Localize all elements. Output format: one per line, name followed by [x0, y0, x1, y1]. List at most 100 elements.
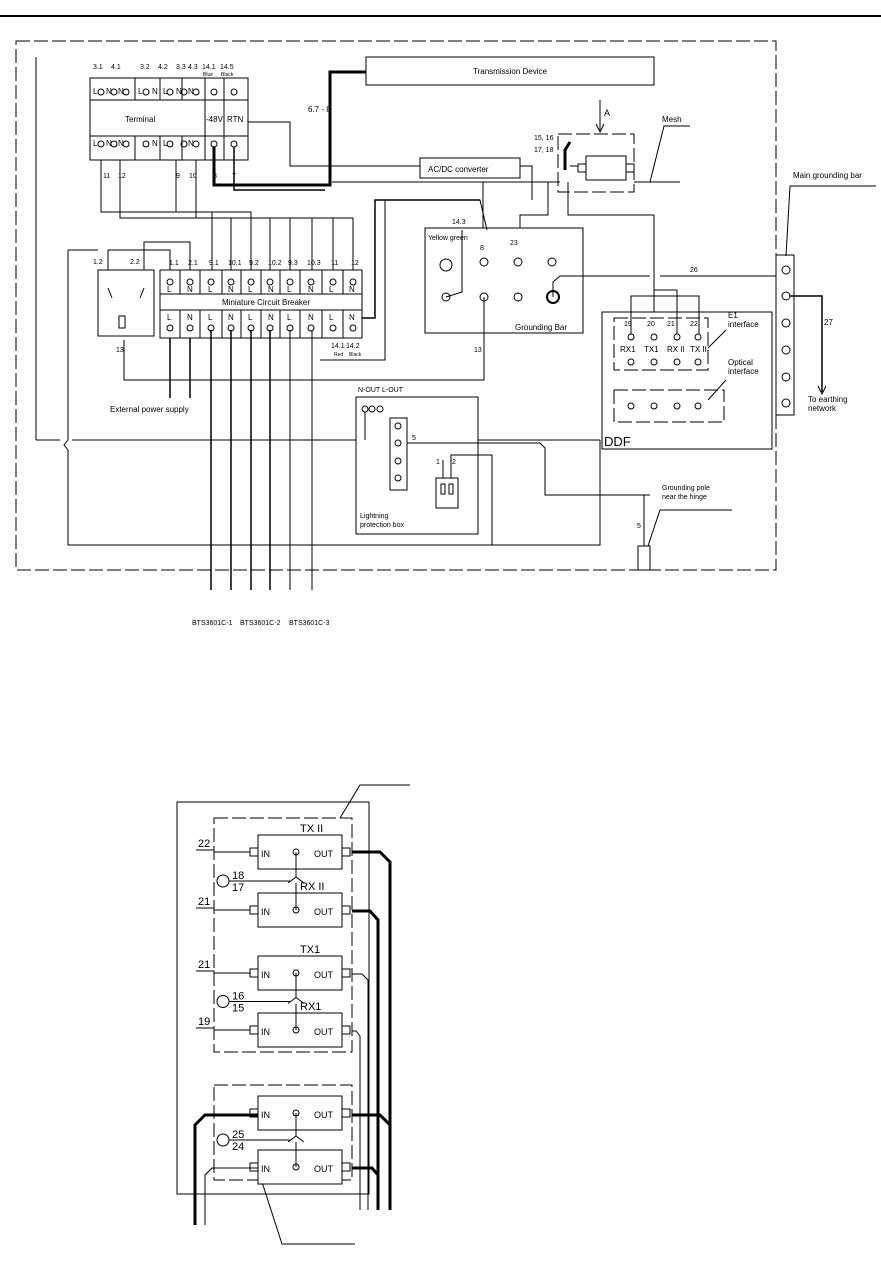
ddf-port-tx1: TX1: [644, 345, 659, 354]
detail-left-number: 21: [198, 959, 210, 971]
svg-text:L: L: [167, 313, 172, 322]
bts-label-2: BTS3601C-2: [240, 620, 281, 627]
terminal-to-mcb-wires: [100, 160, 354, 272]
detail-out-label: OUT: [314, 1027, 334, 1037]
svg-text:L: L: [93, 139, 98, 148]
svg-text:N: N: [308, 313, 314, 322]
term-num-3-1: 3.1: [93, 64, 103, 71]
detail-out-label: OUT: [314, 1164, 334, 1174]
mesh-label: Mesh: [662, 115, 682, 124]
detail-module: [257, 892, 343, 928]
mcb-bottom-red: Red: [334, 352, 343, 358]
detail-in-label: IN: [261, 1027, 270, 1037]
detail-in-pin: [249, 847, 259, 857]
gb-num-13: 13: [474, 347, 482, 354]
svg-text:N: N: [106, 87, 112, 96]
socket-num-13: 13: [116, 347, 124, 354]
grounding-pole-label-2: near the hinge: [662, 494, 707, 501]
grounding-pole: Grounding pole near the hinge 5: [637, 485, 732, 571]
grounding-bar: Yellow green 14.3 8 23 Grounding Bar 13 …: [123, 199, 786, 381]
detail-out-pin: [341, 1025, 351, 1035]
term-num-3-3: 3.3: [176, 64, 186, 71]
detail-left-wire: [196, 1027, 250, 1031]
term-num-4-1: 4.1: [111, 64, 121, 71]
mcb-bottom-14-2: 14.2: [346, 343, 360, 350]
svg-text:L: L: [248, 313, 253, 322]
yellow-green-label: Yellow green: [428, 235, 468, 242]
ddf-num-22: 22: [690, 321, 698, 328]
mcb-num-11: 11: [331, 260, 338, 267]
optical-label-2: interface: [728, 367, 759, 376]
pole-num-5: 5: [637, 523, 641, 530]
detail-left-wire: [196, 849, 250, 853]
bts-cables: BTS3601C-1 BTS3601C-2 BTS3601C-3: [192, 330, 330, 627]
socket-num-2-2: 2.2: [130, 259, 140, 266]
bus-wires: [36, 199, 601, 546]
mesh-unit: A Mesh 15, 16 17, 18: [519, 100, 690, 312]
gb-num-14-3: 14.3: [452, 219, 466, 226]
grounding-pole-label-1: Grounding pole: [662, 485, 710, 492]
term-num-9: 9: [176, 173, 180, 180]
mcb-ln-7: N: [308, 285, 314, 294]
ddf-label: DDF: [604, 434, 631, 449]
e1-label-1: E1: [728, 311, 738, 320]
svg-text:N: N: [349, 313, 355, 322]
optical-label-1: Optical: [728, 358, 753, 367]
detail-pair-num-bottom: 24: [232, 1141, 244, 1153]
detail-in-label: IN: [261, 907, 270, 917]
detail-pair-link: [287, 852, 305, 910]
mcb-bottom-black: Black: [349, 352, 362, 358]
lp-label-1: Lightning: [360, 513, 389, 520]
svg-text:N: N: [188, 87, 194, 96]
svg-text:L: L: [208, 313, 213, 322]
svg-text:L: L: [329, 313, 334, 322]
mcb-ln-6: L: [287, 285, 292, 294]
mcb-num-2-1: 2.1: [188, 260, 198, 267]
detail-out-label: OUT: [314, 970, 334, 980]
svg-text:L: L: [93, 87, 98, 96]
detail-pair-num-bottom: 17: [232, 882, 244, 894]
term-num-4-3: 4.3: [188, 64, 198, 71]
ddf-num-21: 21: [667, 321, 675, 328]
gb-num-8: 8: [480, 245, 484, 252]
external-power-socket: 1.2 2.2 13 External power supply: [93, 241, 191, 414]
to-earthing-1: To earthing: [808, 395, 848, 404]
svg-text:N: N: [152, 139, 158, 148]
svg-text:L: L: [163, 139, 168, 148]
terminal-label: Terminal: [125, 115, 155, 124]
svg-text:N: N: [118, 139, 124, 148]
detail-left-number: 21: [198, 896, 210, 908]
bts-label-3: BTS3601C-3: [289, 620, 330, 627]
term-num-14-5: 14.5: [220, 64, 234, 71]
term-black-label: Black: [221, 72, 234, 78]
ddf-unit: 19 20 21 22 RX1 TX1 RX II TX II E1 inter…: [601, 289, 773, 450]
transmission-device-label: Transmission Device: [473, 67, 547, 76]
nout-lout-label: N-OUT L-OUT: [358, 387, 404, 394]
detail-pair-num-bottom: 15: [232, 1003, 244, 1015]
mcb-bottom-14-1: 14.1: [331, 343, 345, 350]
term-num-3-2: 3.2: [140, 64, 150, 71]
svg-text:N: N: [176, 87, 182, 96]
lp-label-2: protection box: [360, 522, 404, 529]
detail-out-pin: [341, 968, 351, 978]
mcb-num-12: 12: [351, 260, 359, 267]
wire-15-16: 15, 16: [534, 135, 554, 142]
mcb-ln-2: L: [208, 285, 213, 294]
wire-17-18: 17, 18: [534, 147, 554, 154]
bts-label-1: BTS3601C-1: [192, 620, 233, 627]
lp-num-5: 5: [412, 435, 416, 442]
to-earthing-2: network: [808, 404, 837, 413]
mcb-ln-5: N: [268, 285, 274, 294]
term-num-12: 12: [118, 173, 126, 180]
svg-text:N: N: [118, 87, 124, 96]
detail-out-label: OUT: [314, 907, 334, 917]
mcb-num-10-2: 10.2: [268, 260, 282, 267]
term-blue-label: Blue: [203, 72, 213, 78]
detail-in-pin: [249, 1025, 259, 1035]
detail-pair-link: [287, 1113, 305, 1167]
detail-pair-num-top: 25: [232, 1129, 244, 1141]
wire-27: 27: [824, 318, 833, 327]
detail-pair-ring: [216, 874, 230, 888]
mcb-num-9-3: 9.3: [288, 260, 298, 267]
